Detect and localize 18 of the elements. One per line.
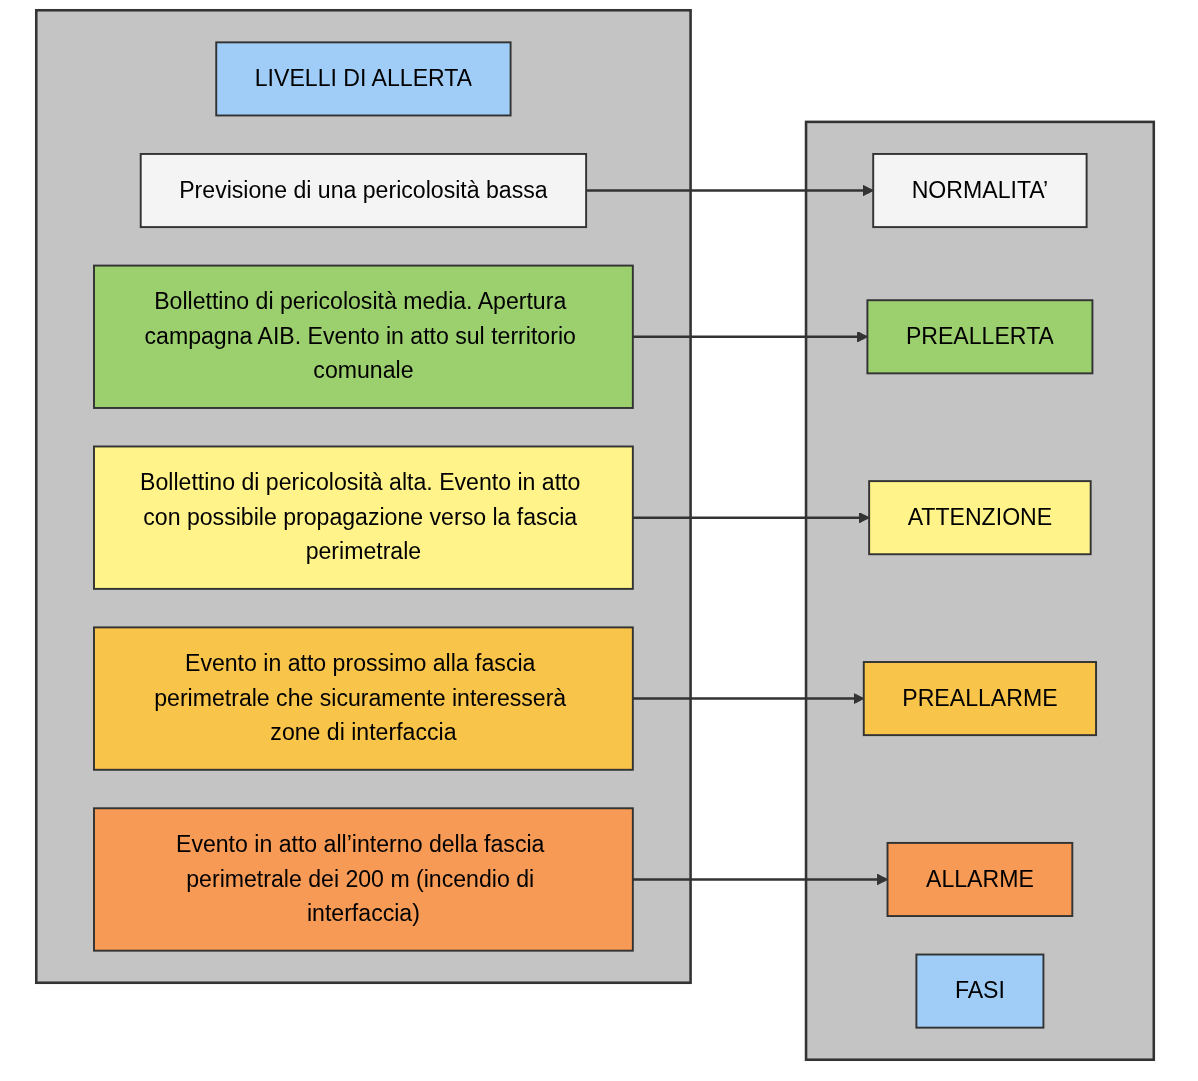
node-box: FASI [915,953,1045,1029]
node-box: NORMALITA’ [872,153,1088,229]
node-box: Previsione di una pericolosità bassa [139,153,588,229]
node-box: PREALLERTA [866,299,1094,375]
cluster [804,120,1156,1061]
node-box: PREALLARME [862,661,1097,737]
node-box: ALLARME [886,841,1074,917]
arrow [632,331,868,343]
node-box: LIVELLI DI ALLERTA [215,41,512,117]
cluster [34,9,692,985]
node-box: Evento in atto prossimo alla fascia perimetrale che sicuramente interesserà zone di interfaccia [93,626,634,771]
arrow [632,873,888,886]
node-box: Evento in atto all’interno della fascia perimetrale dei 200 m (incendio di interfaccia) [93,807,634,952]
node-box: Bollettino di pericolosità alta. Evento in atto con possibile propagazione verso la fascia perimetrale [93,445,634,590]
node-box: Bollettino di pericolosità media. Apertura campagna AIB. Evento in atto sul territorio comunale [93,264,634,409]
arrow [586,184,874,197]
arrow [632,512,870,524]
node-box: ATTENZIONE [868,480,1092,556]
